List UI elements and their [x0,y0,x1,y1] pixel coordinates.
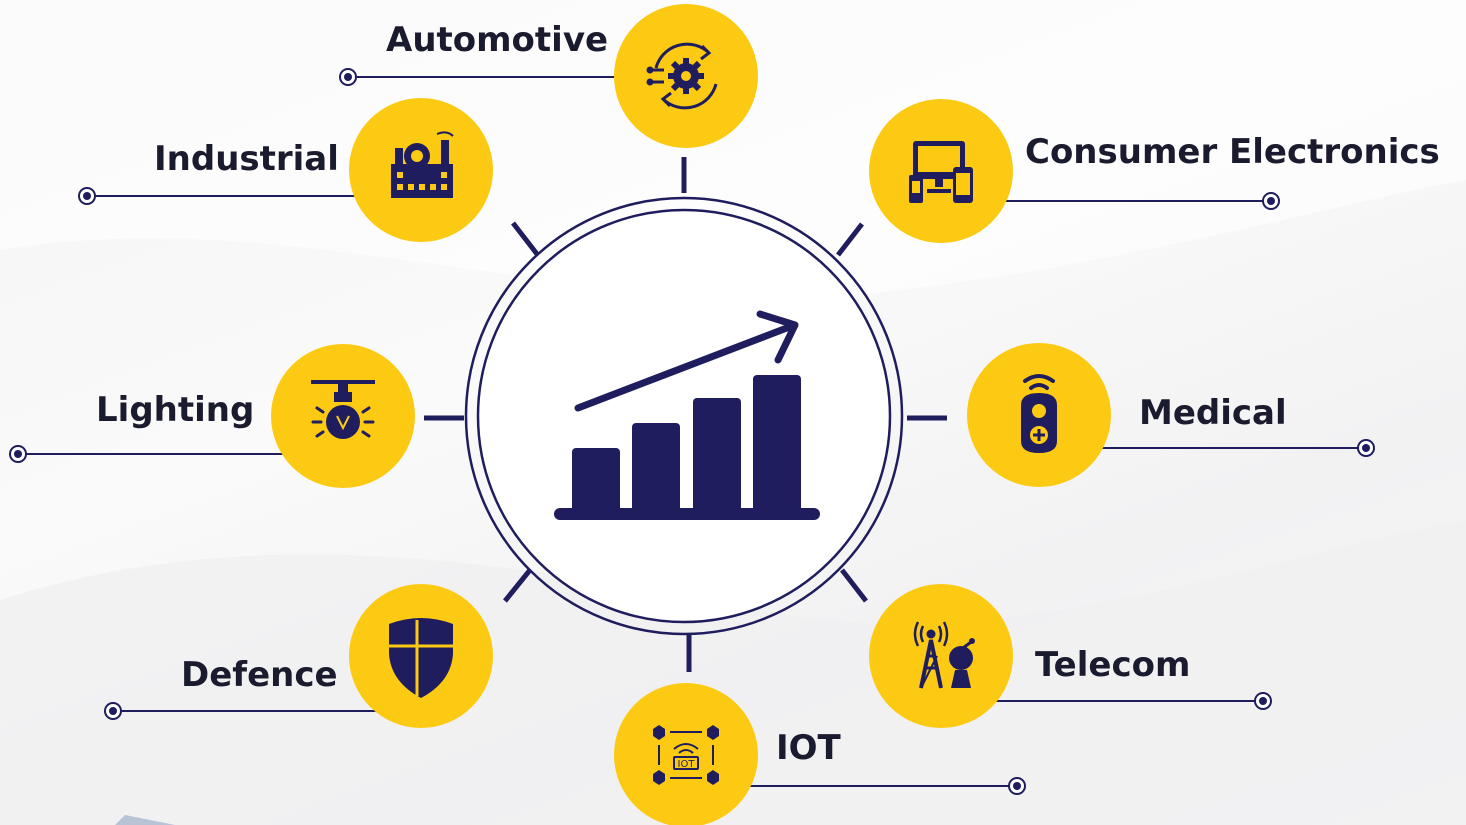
background-corner-shape [115,815,175,825]
connector-dot [1357,439,1375,457]
sector-label-iot: IOT [776,728,841,768]
light-bulb-icon [311,380,375,439]
spoke-bottom-right [840,568,868,603]
growth-chart-icon [554,310,820,520]
telecom-tower-icon [913,621,975,689]
ring-spokes [424,157,947,672]
spoke-top-right [836,222,864,257]
center-inner-ring [476,208,892,624]
sector-label-medical: Medical [1139,393,1287,433]
connector-dot [78,187,96,205]
connector-lines [18,76,1366,787]
connector-dot [339,68,357,86]
gear-cycle-icon [646,42,718,110]
connector-dot [1262,192,1280,210]
center-outer-ring [464,196,904,636]
medical-remote-icon [1021,374,1057,453]
background-swoosh [0,0,1466,298]
connector-dot [9,445,27,463]
iot-network-icon: IOT [653,725,719,785]
sector-label-lighting: Lighting [96,390,255,430]
spoke-bottom-left [503,568,532,603]
sector-label-defence: Defence [181,655,338,695]
svg-text:IOT: IOT [678,759,696,770]
sector-label-automotive: Automotive [386,20,609,60]
shield-icon [389,618,453,698]
connector-dot [104,702,122,720]
connector-dot [1254,692,1272,710]
sector-label-industrial: Industrial [154,139,339,179]
background-swoosh [0,520,1466,825]
connector-dot [1008,777,1026,795]
factory-icon [391,131,454,198]
devices-icon [909,141,973,203]
spoke-top-left [511,221,539,256]
sector-label-consumer-electronics: Consumer Electronics [1025,132,1440,172]
sector-label-telecom: Telecom [1035,645,1191,685]
sector-circle-iot [614,683,758,825]
sector-circle-telecom [869,584,1013,728]
connector-dots [9,68,1375,795]
